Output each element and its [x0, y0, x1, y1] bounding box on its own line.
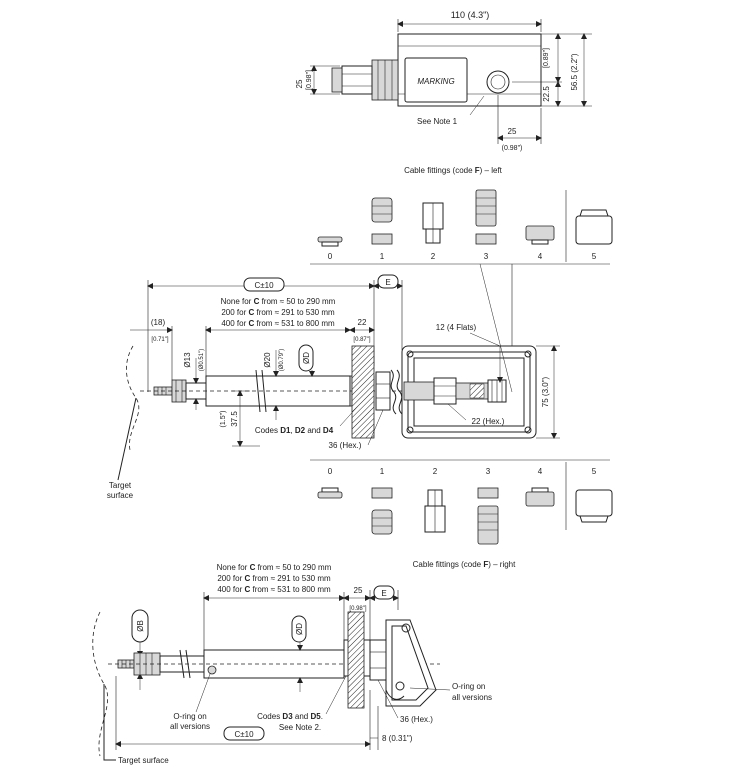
bottom-note-400: 400 for C from ≈ 531 to 800 mm [217, 585, 331, 594]
top-right-225: 22.5 [542, 86, 551, 102]
bottom-see-note2: See Note 2. [279, 723, 321, 732]
middle-note-400: 400 for C from ≈ 531 to 800 mm [221, 319, 335, 328]
bottom-d25: 25 [354, 586, 363, 595]
fitting-right-label-5: 5 [592, 467, 597, 476]
middle-d18: (18) [151, 318, 166, 327]
fitting-left-label-5: 5 [592, 252, 597, 261]
top-view: 110 (4.3") MARKING See Note 1 25 [0.98"] [295, 10, 592, 152]
middle-flats: 12 (4 Flats) [436, 323, 477, 332]
fittings-right-title: Cable fittings (code F) – right [413, 560, 516, 569]
fitting-left-label-1: 1 [380, 252, 385, 261]
bottom-oring2-l2: all versions [452, 693, 492, 702]
fitting-left-label-3: 3 [484, 252, 489, 261]
middle-c-dim: C±10 [254, 281, 274, 290]
bottom-e-dim: E [381, 589, 386, 598]
middle-d18-in: [0.71"] [151, 337, 168, 343]
top-right-565: 56.5 (2.2") [570, 53, 579, 90]
fitting-left-label-2: 2 [431, 252, 436, 261]
top-width-dim: 110 (4.3") [451, 10, 490, 20]
middle-d20-in: (Ø0.79") [279, 349, 285, 371]
bottom-oring-l1: O-ring on [173, 712, 206, 721]
middle-d22-in: [0.87"] [353, 337, 370, 343]
fittings-left: Cable fittings (code F) – left 0 1 2 3 4… [310, 166, 613, 265]
mounting-wall [351, 345, 375, 439]
top-left-25: 25 [295, 79, 304, 88]
middle-note-none: None for C from ≈ 50 to 290 mm [221, 297, 336, 306]
middle-d375-in: (1.5") [220, 411, 227, 428]
cable-entry-hole [486, 70, 510, 94]
marking-label: MARKING [417, 77, 454, 86]
middle-codes: Codes D1, D2 and D4 [255, 426, 334, 435]
top-bottom-25: 25 [508, 127, 517, 136]
middle-target-l2: surface [107, 491, 134, 500]
fittings-left-title: Cable fittings (code F) – left [404, 166, 503, 175]
bottom-codes: Codes D3 and D5. [257, 712, 323, 721]
middle-d375: 37.5 [230, 411, 239, 427]
top-bottom-in: (0.98") [502, 145, 523, 152]
fitting-right-label-3: 3 [486, 467, 491, 476]
bottom-target: Target surface [118, 756, 169, 765]
top-left-25-in: [0.98"] [306, 70, 313, 90]
fitting-right-label-0: 0 [328, 467, 333, 476]
fittings-right: 0 1 2 3 4 5 Cable fittings (code F) – ri… [310, 459, 613, 569]
middle-d13-in: (Ø0.51") [199, 349, 205, 371]
bottom-od: ØD [295, 623, 304, 635]
bottom-oring-l2: all versions [170, 722, 210, 731]
bottom-wall [347, 611, 365, 709]
middle-d75: 75 (3.0") [541, 376, 550, 407]
bottom-ob: ØB [136, 620, 145, 632]
middle-hex36: 36 (Hex.) [329, 441, 362, 450]
bottom-d8: 8 (0.31") [382, 734, 413, 743]
bottom-oring2-l1: O-ring on [452, 682, 485, 691]
fitting-right-label-2: 2 [433, 467, 438, 476]
middle-d13: Ø13 [183, 352, 192, 368]
fitting-right-label-4: 4 [538, 467, 543, 476]
bottom-c-dim: C±10 [234, 730, 254, 739]
fitting-left-label-4: 4 [538, 252, 543, 261]
marking-plate [404, 57, 468, 103]
bottom-note-none: None for C from ≈ 50 to 290 mm [217, 563, 332, 572]
bottom-note-200: 200 for C from ≈ 291 to 530 mm [217, 574, 331, 583]
top-right-in: [0.89"] [543, 48, 550, 68]
bottom-view: None for C from ≈ 50 to 290 mm 200 for C… [92, 563, 492, 765]
middle-hex22: 22 (Hex.) [472, 417, 505, 426]
middle-target-l1: Target [109, 481, 132, 490]
middle-e-dim: E [385, 278, 390, 287]
middle-od: ØD [302, 352, 311, 364]
middle-d20: Ø20 [263, 352, 272, 368]
bottom-d25-in: [0.98"] [349, 606, 366, 612]
see-note-1: See Note 1 [417, 117, 458, 126]
middle-view: C±10 E None for C from ≈ 50 to 290 mm 20… [107, 263, 560, 500]
middle-d22: 22 [358, 318, 367, 327]
bottom-hex36: 36 (Hex.) [400, 715, 433, 724]
middle-note-200: 200 for C from ≈ 291 to 530 mm [221, 308, 335, 317]
fitting-right-label-1: 1 [380, 467, 385, 476]
fitting-left-label-0: 0 [328, 252, 333, 261]
